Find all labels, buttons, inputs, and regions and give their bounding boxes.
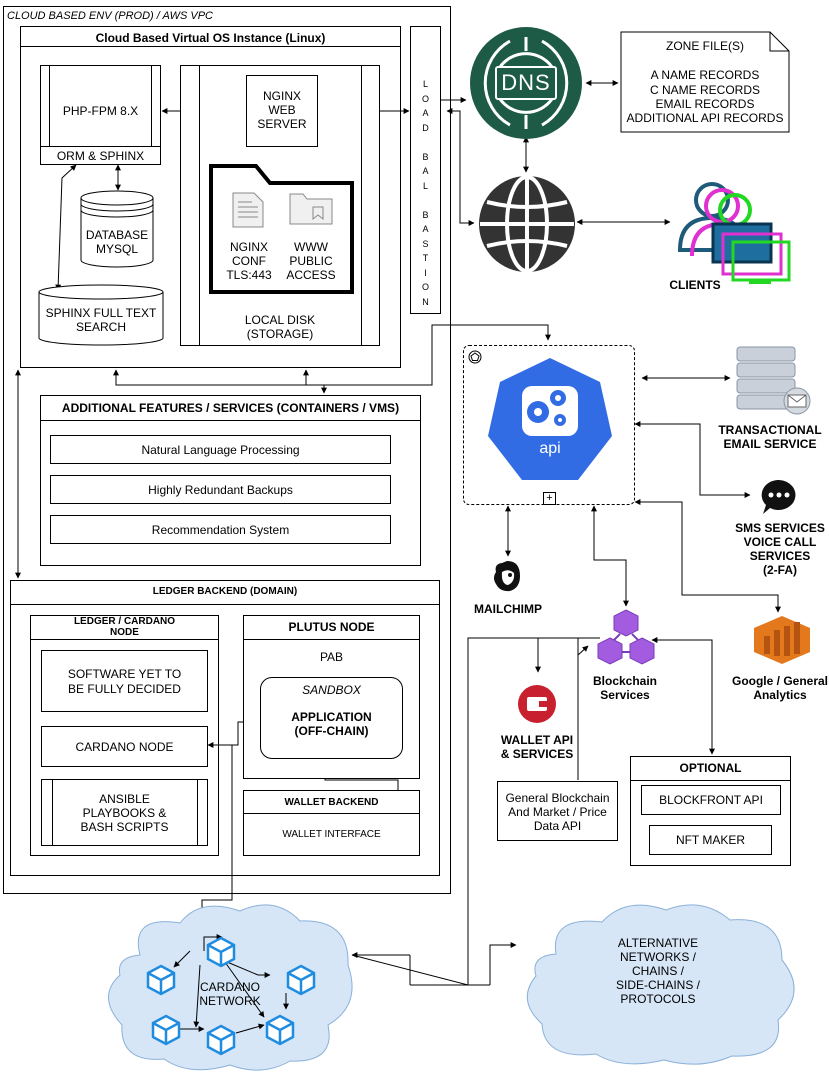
sphinx-line2: SEARCH [75, 320, 126, 334]
feature-item: Highly Redundant Backups [50, 475, 391, 504]
lb-letter: A [422, 224, 429, 234]
mailchimp-label: MAILCHIMP [474, 602, 542, 616]
lb-letter: D [422, 122, 429, 133]
mailchimp-icon [494, 561, 520, 592]
ledger-backend-box: LEDGER BACKEND (DOMAIN) [10, 580, 440, 876]
wallet-icon [518, 685, 556, 723]
database-mysql: DATABASE MYSQL [80, 190, 154, 268]
optional-title: OPTIONAL [631, 761, 790, 781]
expand-button[interactable]: + [543, 492, 556, 505]
vm-instance: Cloud Based Virtual OS Instance (Linux) [20, 26, 401, 368]
feature-item: Recommendation System [50, 515, 391, 544]
alternative-networks-cloud [526, 904, 795, 1065]
api-label: api [539, 440, 561, 457]
zone-file-document: ZONE FILE(S) A NAME RECORDS C NAME RECOR… [620, 31, 790, 133]
clients-label: CLIENTS [669, 278, 721, 292]
php-label: PHP-FPM 8.X [62, 104, 139, 118]
blockchain-cubes-icon [597, 609, 655, 665]
lb-letter [411, 135, 440, 150]
nginx-web-server: NGINX WEB SERVER [246, 75, 318, 147]
analytics-icon [754, 616, 810, 664]
software-undecided-box: SOFTWARE YET TO BE FULLY DECIDED [41, 650, 208, 712]
sphinx-line1: SPHINX FULL TEXT [45, 306, 157, 320]
lb-letter: O [421, 93, 429, 104]
market-data-api-box: General Blockchain And Market / Price Da… [497, 781, 618, 841]
blockfront-api-box: BLOCKFRONT API [641, 785, 781, 815]
cardano-node-cube-icon [286, 964, 316, 996]
lb-letter: L [422, 79, 428, 89]
lb-letter: I [424, 267, 427, 278]
cardano-node-container: LEDGER / CARDANO NODE [30, 615, 219, 856]
database-icon [80, 190, 154, 268]
php-fpm-box: PHP-FPM 8.X ORM & SPHINX [40, 65, 161, 165]
lb-letter: L [422, 180, 428, 191]
local-disk-line1: LOCAL DISK [244, 313, 316, 327]
clients-icon [677, 182, 791, 284]
ledger-title: LEDGER BACKEND (DOMAIN) [11, 585, 439, 605]
sandbox-app-box: SANDBOX APPLICATION (OFF-CHAIN) [260, 677, 403, 759]
db-line1: DATABASE [85, 228, 149, 242]
api-gateway-group: + [463, 345, 635, 505]
kubernetes-api-icon [488, 358, 612, 480]
dns-globe-icon [483, 37, 569, 129]
lb-letter: B [422, 209, 429, 220]
lb-letter: T [422, 253, 429, 263]
lb-letter [411, 193, 440, 208]
vpc-container: CLOUD BASED ENV (PROD) / AWS VPC [3, 6, 451, 894]
internet-globe-icon [479, 175, 575, 273]
cardano-node-cube-icon [265, 1014, 295, 1046]
lb-letter: B [422, 151, 429, 162]
cardano-network-line2: NETWORK [199, 994, 261, 1008]
cardano-network-nodes [173, 934, 289, 1034]
local-disk-line2: (STORAGE) [246, 327, 314, 341]
features-title: ADDITIONAL FEATURES / SERVICES (CONTAINE… [41, 401, 420, 421]
cardano-node-cube-icon [206, 936, 236, 968]
lb-letter: A [422, 108, 429, 118]
lb-letter: N [422, 296, 429, 307]
zone-title: ZONE FILE(S) [665, 39, 744, 53]
email-server-icon [736, 346, 811, 415]
db-line2: MYSQL [95, 242, 138, 256]
lb-letter: O [421, 282, 429, 292]
lb-letter: A [422, 166, 429, 176]
sphinx-search: SPHINX FULL TEXT SEARCH [38, 284, 164, 346]
ansible-scripts-box: ANSIBLE PLAYBOOKS & BASH SCRIPTS [41, 779, 208, 846]
document-icon [232, 192, 264, 228]
wallet-backend-box: WALLET BACKEND WALLET INTERFACE [243, 790, 420, 856]
group-icon [468, 350, 482, 364]
vm-title: Cloud Based Virtual OS Instance (Linux) [21, 31, 400, 47]
dns-circle: DNS [470, 27, 582, 139]
folder-small-icon [289, 193, 333, 225]
vpc-title: CLOUD BASED ENV (PROD) / AWS VPC [7, 10, 213, 22]
lb-letter: S [422, 238, 429, 249]
feature-item: Natural Language Processing [50, 435, 391, 464]
cardano-node-cube-icon [151, 1014, 181, 1046]
cardano-node-cube-icon [146, 964, 176, 996]
nft-maker-box: NFT MAKER [649, 825, 772, 855]
cardano-node-cube-icon [206, 1024, 236, 1056]
sms-chat-icon [761, 479, 796, 514]
cardano-network-line1: CARDANO [199, 980, 260, 994]
dns-label: DNS [495, 66, 557, 100]
cardano-node-box: CARDANO NODE [41, 726, 208, 767]
orm-label: ORM & SPHINX [41, 146, 160, 165]
